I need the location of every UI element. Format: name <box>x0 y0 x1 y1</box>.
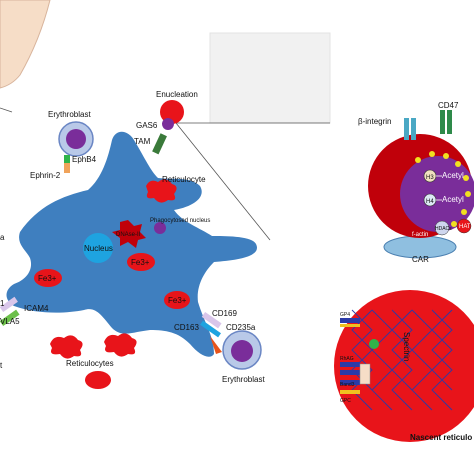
ephrin2-label: Ephrin-2 <box>30 171 61 180</box>
erythroblast-bottom-nucleus <box>231 340 253 362</box>
gpc-label: GPC <box>340 398 351 404</box>
left-edge-t: t <box>0 361 3 370</box>
enucleation-label: Enucleation <box>156 90 198 99</box>
cd163-molecule <box>200 320 221 338</box>
reticulocytes-label: Reticulocytes <box>66 359 114 368</box>
icam4-label: ICAM4 <box>24 304 49 313</box>
cd163-arrow <box>210 336 222 354</box>
cd47-1 <box>440 110 445 134</box>
phagocytosed-nucleus <box>154 222 166 234</box>
left-guide-line <box>0 107 13 113</box>
hdacs-label: HDACs <box>435 226 452 232</box>
cd235a-label: CD235a <box>226 323 256 332</box>
fe3-oval-2 <box>127 253 155 271</box>
ephb4-label: EphB4 <box>72 155 97 164</box>
ephrin2-ligand <box>64 163 70 173</box>
cd169-molecule <box>201 311 222 329</box>
erythroblast-bottom-label: Erythroblast <box>222 375 265 384</box>
nascent-reticulocyte-label: Nascent reticulo <box>410 433 472 442</box>
reticulocyte-top <box>146 179 177 203</box>
vla5-molecule <box>0 309 20 327</box>
erythroblast-top-label: Erythroblast <box>48 110 91 119</box>
h3-label: H3 <box>426 175 434 181</box>
enucleating-nucleus <box>162 118 174 130</box>
left-edge-a: a <box>0 233 5 242</box>
membrane-proteins <box>340 318 379 394</box>
fe3-oval-1 <box>34 269 62 287</box>
band3-label: Band3 <box>340 382 355 388</box>
rhag-label: RhAG <box>340 356 354 362</box>
tam-label: TAM <box>134 137 151 146</box>
gp4-label: GP4 <box>340 312 350 318</box>
nuclear-pores <box>415 151 471 227</box>
fe3-label-2: Fe3+ <box>131 258 150 267</box>
vla5-label: VLA5 <box>0 317 20 326</box>
hat-label: HAT <box>459 224 471 230</box>
tam-receptor <box>152 133 167 155</box>
fe3-label-3: Fe3+ <box>168 296 187 305</box>
left-edge-1: 1 <box>0 299 5 308</box>
extruding-nucleus <box>400 156 474 232</box>
fe3-oval-3 <box>164 291 190 309</box>
fe3-label-1: Fe3+ <box>38 274 57 283</box>
beta-integrin-label: β-integrin <box>358 117 392 126</box>
h4-label: H4 <box>426 199 434 205</box>
f-actin-label: f-actin <box>412 232 428 238</box>
acetyl-label-1: Acetyl <box>442 171 464 180</box>
cd163-label: CD163 <box>174 323 199 332</box>
beta-integrin-1 <box>404 118 409 140</box>
hat-enzyme <box>456 218 472 234</box>
dnase-star <box>112 220 146 248</box>
zoom-line-bottom <box>175 122 271 241</box>
gas6-label: GAS6 <box>136 121 158 130</box>
reticulocyte-bottom-2 <box>104 333 137 357</box>
placeholder-panel <box>209 32 331 124</box>
tissue-corner <box>0 0 51 89</box>
cd169-label: CD169 <box>212 309 237 318</box>
erythroblast-top-nucleus <box>66 129 86 149</box>
phagocytosed-nucleus-label: Phagocytosed nucleus <box>150 218 210 224</box>
car-label: CAR <box>412 255 429 264</box>
macrophage-nucleus <box>83 233 113 263</box>
cd47-label: CD47 <box>438 101 459 110</box>
acetyl-label-2: Acetyl <box>442 195 464 204</box>
reticulocyte-bottom-3 <box>85 371 111 389</box>
nucleus-label: Nucleus <box>84 244 113 253</box>
hdacs-enzyme <box>434 220 450 236</box>
cd47-2 <box>447 110 452 134</box>
nascent-reticulocyte-cell <box>334 290 474 442</box>
icam4-molecule <box>0 296 18 313</box>
spectrin-label: Spectrin <box>402 332 411 361</box>
dnase-label: DNAse-II <box>116 232 141 238</box>
beta-integrin-2 <box>411 118 416 140</box>
reticulocyte-bottom-1 <box>50 335 83 359</box>
reticulocyte-label: Reticulocyte <box>162 175 206 184</box>
enucleating-cell <box>160 100 184 124</box>
ephb4-receptor <box>64 155 70 163</box>
